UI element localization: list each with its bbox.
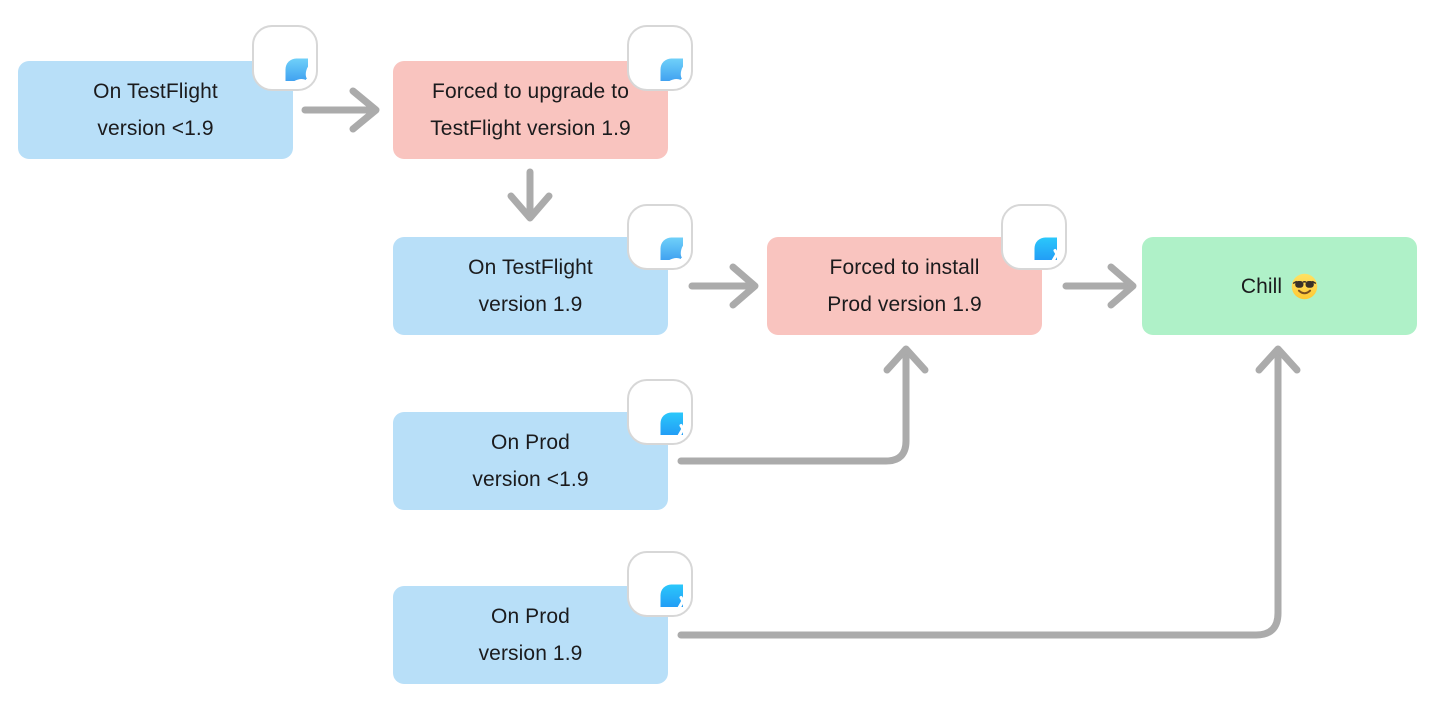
node-label-line2: version 1.9 xyxy=(478,642,583,665)
node-forced-install-prod: Forced to install Prod version 1.9 xyxy=(767,237,1042,335)
testflight-app-icon xyxy=(627,204,693,270)
node-label-line1: Forced to upgrade to xyxy=(432,80,629,103)
node-on-testflight-lt-19: On TestFlight version <1.9 xyxy=(18,61,293,159)
node-label-line1: On TestFlight xyxy=(93,80,218,103)
arrow-prod-19-to-chill xyxy=(677,345,1301,639)
node-chill: Chill xyxy=(1142,237,1417,335)
node-label-line2: version <1.9 xyxy=(97,117,214,140)
node-label-line2: version <1.9 xyxy=(472,468,589,491)
node-label-line2: Prod version 1.9 xyxy=(827,293,982,316)
node-label-line2: version 1.9 xyxy=(478,293,583,316)
app-store-app-icon xyxy=(627,551,693,617)
testflight-app-icon xyxy=(252,25,318,91)
node-label-line1: On Prod xyxy=(491,605,570,628)
node-label-line1: Forced to install xyxy=(829,256,980,279)
app-store-app-icon xyxy=(1001,204,1067,270)
app-store-app-icon xyxy=(627,379,693,445)
node-label-line1: On TestFlight xyxy=(468,256,593,279)
sunglasses-emoji-icon xyxy=(1291,273,1318,300)
arrow-prod-old-to-forced-install xyxy=(677,345,929,465)
node-forced-upgrade-testflight: Forced to upgrade to TestFlight version … xyxy=(393,61,668,159)
testflight-app-icon xyxy=(627,25,693,91)
arrow-tf-old-to-forced-upgrade xyxy=(301,87,380,133)
node-on-prod-lt-19: On Prod version <1.9 xyxy=(393,412,668,510)
node-label-line2: TestFlight version 1.9 xyxy=(430,117,631,140)
node-on-testflight-19: On TestFlight version 1.9 xyxy=(393,237,668,335)
node-label-line1: On Prod xyxy=(491,431,570,454)
arrow-forced-install-to-chill xyxy=(1062,263,1137,309)
arrow-tf-19-to-forced-install xyxy=(688,263,759,309)
node-label: Chill xyxy=(1240,274,1283,298)
arrow-forced-upgrade-to-tf-19 xyxy=(507,168,553,222)
node-on-prod-19: On Prod version 1.9 xyxy=(393,586,668,684)
